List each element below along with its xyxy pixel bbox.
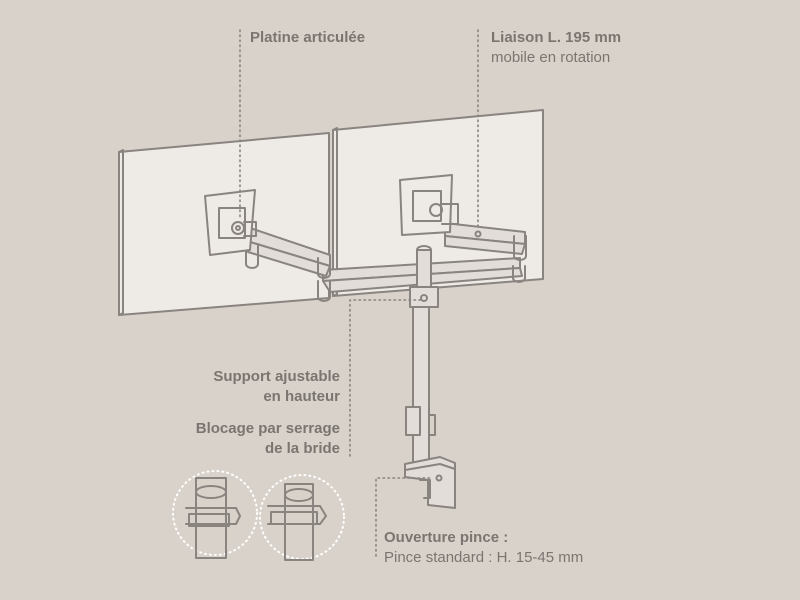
label-blocage-line1: Blocage par serrage [195, 420, 340, 437]
label-articulated-plate: Platine articulée [250, 28, 365, 48]
label-arm-link: Liaison L. 195 mm mobile en rotation [491, 28, 621, 68]
height-collar [405, 406, 436, 436]
label-ouverture-title: Ouverture pince : [384, 529, 509, 546]
left-vesa-plate [204, 189, 257, 256]
label-liaison-sub: mobile en rotation [491, 49, 611, 66]
label-liaison-title: Liaison L. 195 mm [491, 29, 622, 46]
label-support-line1: Support ajustable [213, 368, 340, 385]
label-platine-text: Platine articulée [250, 29, 366, 46]
detail-clamp-locked [172, 470, 258, 559]
desk-clamp [404, 456, 456, 509]
label-clamp-lock: Blocage par serrage de la bride [196, 419, 340, 459]
left-arm [245, 227, 331, 279]
label-clamp-opening: Ouverture pince : Pince standard : H. 15… [384, 528, 583, 568]
label-blocage-line2: de la bride [264, 440, 340, 457]
right-vesa-plate [399, 174, 459, 236]
label-support-line2: en hauteur [263, 388, 340, 405]
label-ouverture-sub: Pince standard : H. 15-45 mm [384, 549, 584, 566]
detail-clamp-open [259, 474, 345, 561]
leader-lines [239, 29, 479, 557]
label-height-support: Support ajustable en hauteur [213, 367, 340, 407]
